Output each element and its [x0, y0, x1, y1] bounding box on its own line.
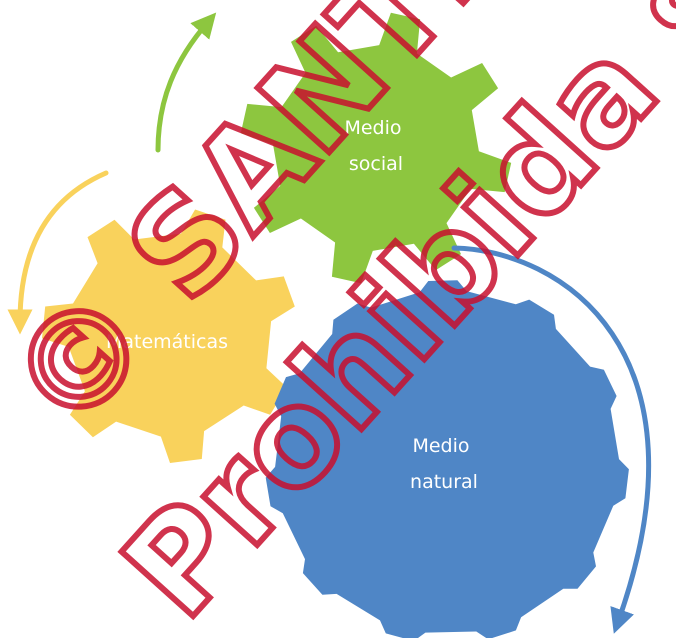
gear-label-matematicas-line1: Matemáticas [106, 331, 228, 353]
gear-medio-natural [265, 280, 629, 638]
gear-matematicas [42, 209, 295, 463]
gear-label-social: Medio social [344, 117, 407, 175]
rotation-arrow-yellow [7, 170, 109, 335]
gear-label-natural-line1: Medio [412, 435, 469, 457]
gear-label-natural-line2: natural [410, 471, 478, 493]
gear-label-social-line2: social [349, 153, 403, 175]
gear-label-matematicas: Matemáticas [106, 331, 228, 353]
gear-label-social-line1: Medio [344, 117, 401, 139]
rotation-arrow-green [155, 12, 217, 153]
rotation-arrow-blue [451, 245, 651, 634]
gear-medio-social [240, 12, 512, 284]
gear-label-natural: Medio natural [410, 435, 478, 493]
